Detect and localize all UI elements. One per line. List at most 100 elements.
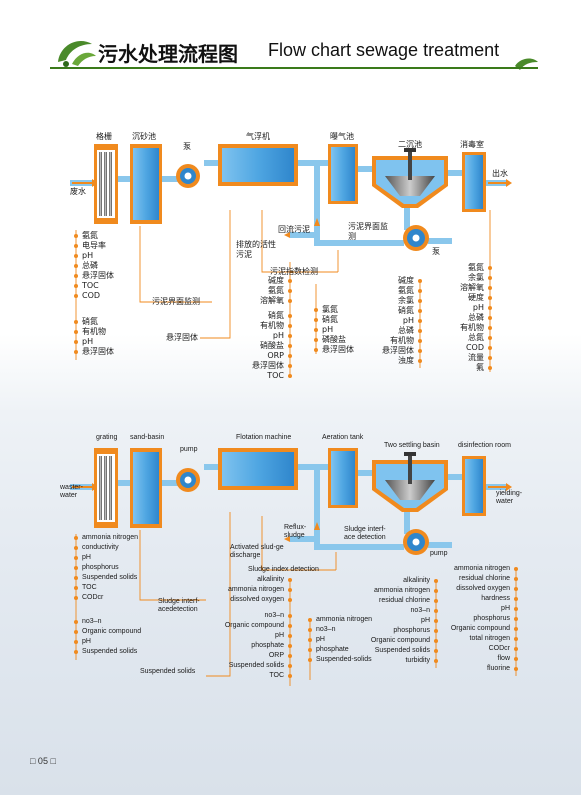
detection-point-icon bbox=[74, 596, 78, 600]
detection-point-icon bbox=[314, 348, 318, 352]
label-interface-en: Sludge interf-ace detection bbox=[344, 526, 386, 542]
en-list-grating2-item: Suspended solids bbox=[82, 648, 138, 655]
cn-list-aer-item: 悬浮固体 bbox=[322, 345, 354, 354]
cn-list-flot2-item: 硝氮 bbox=[268, 311, 284, 320]
detection-point-icon bbox=[314, 308, 318, 312]
en-list-dis-item: flow bbox=[497, 655, 510, 662]
detection-point-icon bbox=[288, 279, 292, 283]
en-list-settle-item: no3–n bbox=[410, 607, 430, 614]
detection-point-icon bbox=[418, 329, 422, 333]
cn-list-settle-item: 碱度 bbox=[398, 276, 414, 285]
detection-point-icon bbox=[434, 649, 438, 653]
en-list-flot2-item: no3–n bbox=[264, 612, 284, 619]
detection-point-icon bbox=[288, 588, 292, 592]
detection-point-icon bbox=[288, 634, 292, 638]
en-list-dis-item: total nitrogen bbox=[469, 635, 510, 642]
cn-list-dis-item: 硬度 bbox=[468, 293, 484, 302]
label-sludge-index-en: Sludge index detection bbox=[248, 566, 319, 573]
detection-point-icon bbox=[288, 644, 292, 648]
detection-point-icon bbox=[74, 264, 78, 268]
detection-point-icon bbox=[308, 618, 312, 622]
cn-list-dis-item: 有机物 bbox=[460, 323, 484, 332]
detection-point-icon bbox=[74, 330, 78, 334]
en-list-dis-item: pH bbox=[501, 605, 510, 612]
detection-point-icon bbox=[288, 364, 292, 368]
detection-point-icon bbox=[488, 356, 492, 360]
label-aeration-cn: 曝气池 bbox=[330, 132, 354, 141]
detection-point-icon bbox=[418, 299, 422, 303]
detection-point-icon bbox=[488, 366, 492, 370]
cn-list-aer-item: 磷酸盐 bbox=[322, 335, 346, 344]
en-list-flot1-item: dissolved oxygen bbox=[230, 596, 284, 603]
detection-point-icon bbox=[434, 659, 438, 663]
detection-point-icon bbox=[288, 598, 292, 602]
detection-point-icon bbox=[488, 306, 492, 310]
label-flotation-cn: 气浮机 bbox=[246, 132, 270, 141]
detection-point-icon bbox=[488, 276, 492, 280]
cn-list-dis-item: 溶解氧 bbox=[460, 283, 484, 292]
detection-point-icon bbox=[434, 579, 438, 583]
detection-point-icon bbox=[74, 254, 78, 258]
en-list-grating-item: TOC bbox=[82, 584, 97, 591]
en-list-dis-item: Organic compound bbox=[450, 625, 510, 632]
detection-point-icon bbox=[74, 234, 78, 238]
label-pump2-cn: 泵 bbox=[432, 247, 440, 256]
cn-list-flot2-item: TOC bbox=[267, 371, 284, 380]
detection-point-icon bbox=[74, 350, 78, 354]
en-list-dis-item: dissolved oxygen bbox=[456, 585, 510, 592]
detection-point-icon bbox=[418, 309, 422, 313]
detection-point-icon bbox=[434, 589, 438, 593]
cn-list-settle-item: 悬浮固体 bbox=[382, 346, 414, 355]
cn-list-dis-item: COD bbox=[465, 343, 484, 352]
label-pump2-en: pump bbox=[430, 550, 448, 557]
en-list-settle-item: turbidity bbox=[405, 657, 430, 664]
en-list-dis-item: hardness bbox=[481, 595, 510, 602]
cn-list-settle-item: 有机物 bbox=[390, 336, 414, 345]
detection-point-icon bbox=[514, 597, 518, 601]
detection-point-icon bbox=[488, 286, 492, 290]
label-disinfect-cn: 消毒室 bbox=[460, 140, 484, 149]
detection-point-icon bbox=[288, 624, 292, 628]
cn-list-grating-item: 总磷 bbox=[82, 261, 98, 270]
cn-list-dis-item: pH bbox=[472, 303, 484, 312]
en-list-dis-item: fluorine bbox=[487, 665, 510, 672]
en-list-grating2-item: no3–n bbox=[82, 618, 102, 625]
cn-list-settle-item: 氨氮 bbox=[398, 286, 414, 295]
label-suspended-cn: 悬浮固体 bbox=[166, 333, 198, 342]
en-list-grating2-item: pH bbox=[82, 638, 91, 645]
detection-point-icon bbox=[288, 654, 292, 658]
en-list-grating-item: phosphorus bbox=[82, 564, 119, 571]
detection-point-icon bbox=[288, 324, 292, 328]
label-inflow-en: waster-water bbox=[60, 484, 83, 500]
en-list-settle-item: Organic compound bbox=[370, 637, 430, 644]
detection-point-icon bbox=[74, 556, 78, 560]
detection-point-icon bbox=[288, 674, 292, 678]
label-aeration-en: Aeration tank bbox=[322, 434, 364, 441]
en-list-flot2-item: phosphate bbox=[251, 642, 284, 649]
cn-list-grating2-item: 有机物 bbox=[82, 327, 106, 336]
cn-list-dis-item: 总磷 bbox=[468, 313, 484, 322]
detection-point-icon bbox=[418, 289, 422, 293]
cn-list-dis-item: 流量 bbox=[468, 353, 484, 362]
cn-list-aer-item: 氯氮 bbox=[322, 305, 338, 314]
en-list-grating2-item: Organic compound bbox=[82, 628, 142, 635]
detection-point-icon bbox=[74, 536, 78, 540]
en-list-settle-item: ammonia nitrogen bbox=[373, 587, 430, 594]
detection-point-icon bbox=[74, 620, 78, 624]
en-list-settle-item: alkalinity bbox=[403, 577, 430, 584]
cn-list-aer-item: pH bbox=[322, 325, 334, 334]
detection-point-icon bbox=[314, 318, 318, 322]
cn-list-grating-item: COD bbox=[82, 291, 101, 300]
detection-point-icon bbox=[74, 640, 78, 644]
en-list-grating-item: conductivity bbox=[82, 544, 119, 551]
cn-list-dis-item: 氨氮 bbox=[468, 263, 484, 272]
detection-point-icon bbox=[288, 314, 292, 318]
detection-point-icon bbox=[418, 319, 422, 323]
cn-list-settle-item: 硝氮 bbox=[398, 306, 414, 315]
header-rule bbox=[50, 67, 538, 69]
detection-point-icon bbox=[74, 274, 78, 278]
detection-point-icon bbox=[514, 587, 518, 591]
detection-point-icon bbox=[488, 266, 492, 270]
label-reflux-en: Reflux-sludge bbox=[284, 524, 307, 540]
label-disinfect-en: disinfection room bbox=[458, 442, 511, 449]
